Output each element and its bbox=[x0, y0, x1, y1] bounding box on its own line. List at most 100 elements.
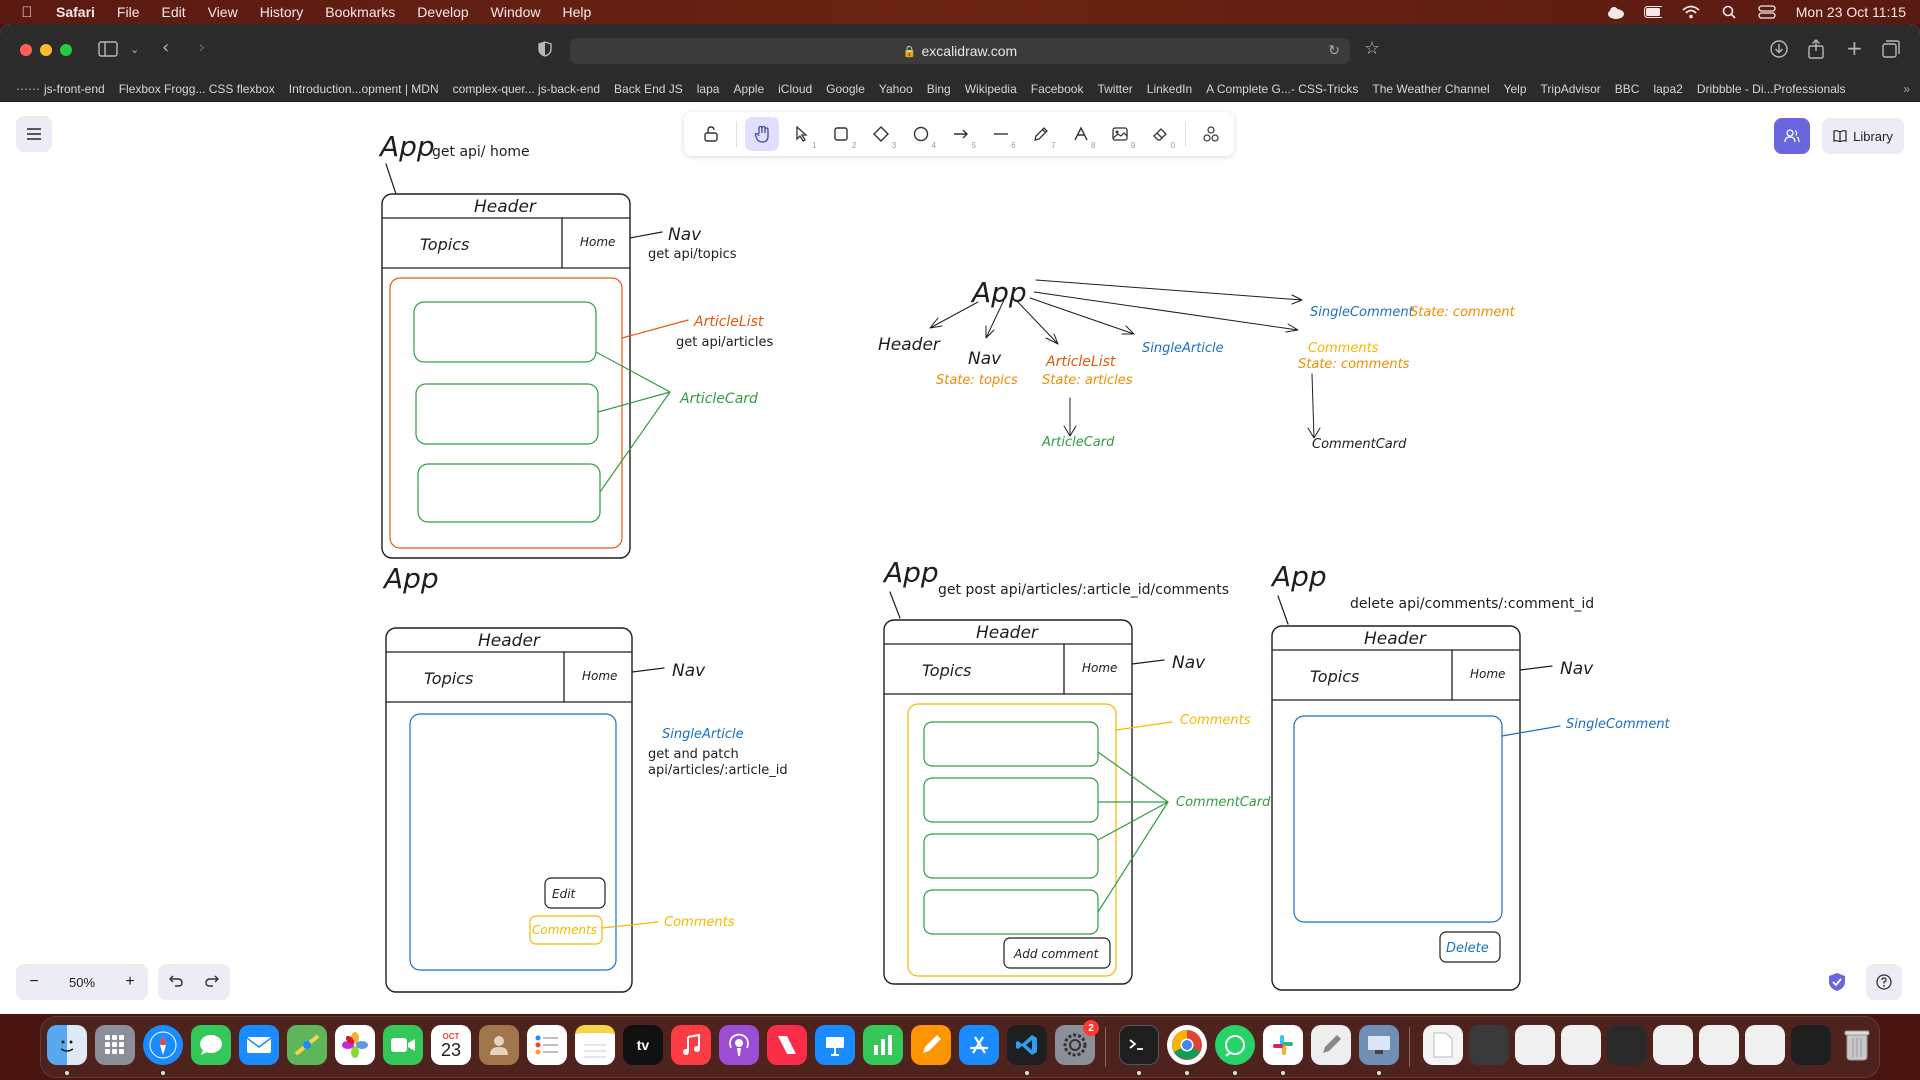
draw-tool-button[interactable]: 7 bbox=[1024, 117, 1058, 151]
bookmark-item[interactable]: lapa2 bbox=[1653, 81, 1683, 96]
menu-view[interactable]: View bbox=[207, 4, 238, 20]
sidebar-toggle-icon[interactable] bbox=[98, 41, 118, 61]
battery-icon[interactable] bbox=[1643, 5, 1662, 19]
bookmark-item[interactable]: The Weather Channel bbox=[1372, 81, 1490, 96]
menu-history[interactable]: History bbox=[259, 4, 304, 20]
live-collaboration-button[interactable] bbox=[1774, 118, 1810, 154]
extra-tools-button[interactable] bbox=[1194, 117, 1228, 151]
bookmark-item[interactable]: BBC bbox=[1614, 81, 1640, 96]
notes-icon[interactable] bbox=[575, 1025, 615, 1065]
bookmark-item[interactable]: iCloud bbox=[778, 81, 813, 96]
redo-button[interactable] bbox=[205, 973, 219, 991]
bookmark-item[interactable]: LinkedIn bbox=[1146, 81, 1193, 96]
diamond-tool-button[interactable]: 3 bbox=[864, 117, 898, 151]
chevron-down-icon[interactable]: ⌄ bbox=[130, 43, 140, 56]
bookmark-item[interactable]: Dribbble - Di...Professionals bbox=[1696, 81, 1846, 96]
minimized-window-thumbnail[interactable] bbox=[1699, 1025, 1739, 1065]
menu-window[interactable]: Window bbox=[490, 4, 541, 20]
reload-icon[interactable]: ↻ bbox=[1328, 42, 1340, 58]
wifi-icon[interactable] bbox=[1682, 5, 1700, 19]
tab-overview-icon[interactable] bbox=[1882, 40, 1900, 62]
minimized-window-thumbnail[interactable] bbox=[1469, 1025, 1509, 1065]
whatsapp-icon[interactable] bbox=[1215, 1025, 1255, 1065]
help-button[interactable] bbox=[1866, 964, 1902, 1000]
finder-icon[interactable] bbox=[47, 1025, 87, 1065]
zoom-out-button[interactable]: − bbox=[29, 973, 39, 990]
library-button[interactable]: Library bbox=[1822, 118, 1904, 154]
rectangle-tool-button[interactable]: 2 bbox=[825, 117, 859, 151]
back-icon[interactable]: ‹ bbox=[162, 37, 170, 58]
bookmark-item[interactable]: TripAdvisor bbox=[1540, 81, 1601, 96]
trash-icon[interactable] bbox=[1837, 1025, 1877, 1065]
numbers-icon[interactable] bbox=[863, 1025, 903, 1065]
bookmark-item[interactable]: Yahoo bbox=[878, 81, 913, 96]
script-editor-icon[interactable] bbox=[1311, 1025, 1351, 1065]
launchpad-icon[interactable] bbox=[95, 1025, 135, 1065]
main-menu-button[interactable] bbox=[16, 116, 52, 152]
app-store-icon[interactable] bbox=[959, 1025, 999, 1065]
bookmark-item[interactable]: Bing bbox=[926, 81, 951, 96]
address-bar[interactable]: 🔒 excalidraw.com ↻ bbox=[570, 38, 1350, 64]
music-icon[interactable] bbox=[671, 1025, 711, 1065]
downloads-icon[interactable] bbox=[1770, 40, 1788, 62]
bookmark-item[interactable]: Flexbox Frogg... CSS flexbox bbox=[118, 81, 275, 96]
bookmark-item[interactable]: Wikipedia bbox=[964, 81, 1017, 96]
bookmark-item[interactable]: lapa bbox=[696, 81, 720, 96]
news-icon[interactable] bbox=[767, 1025, 807, 1065]
bookmark-item[interactable]: js-front-end bbox=[44, 81, 105, 96]
bookmarks-overflow-icon[interactable]: » bbox=[1903, 81, 1910, 96]
excalidraw-canvas[interactable]: 1 2 3 4 5 6 7 bbox=[0, 102, 1920, 1014]
mail-icon[interactable] bbox=[239, 1025, 279, 1065]
bookmark-item[interactable]: Facebook bbox=[1030, 81, 1084, 96]
chrome-icon[interactable] bbox=[1167, 1025, 1207, 1065]
search-icon[interactable] bbox=[1720, 5, 1738, 19]
minimized-window-thumbnail[interactable] bbox=[1791, 1025, 1831, 1065]
system-settings-icon[interactable]: 2 bbox=[1055, 1020, 1099, 1065]
menu-bookmarks[interactable]: Bookmarks bbox=[325, 4, 396, 20]
bookmark-item[interactable]: Back End JS bbox=[614, 81, 683, 96]
eraser-tool-button[interactable]: 0 bbox=[1143, 117, 1177, 151]
line-tool-button[interactable]: 6 bbox=[984, 117, 1018, 151]
minimized-window-thumbnail[interactable] bbox=[1607, 1025, 1647, 1065]
control-center-icon[interactable] bbox=[1758, 5, 1776, 19]
close-window-button[interactable] bbox=[20, 44, 32, 56]
calendar-icon[interactable]: OCT 23 bbox=[431, 1025, 471, 1065]
zoom-in-button[interactable]: + bbox=[125, 973, 135, 990]
hand-tool-button[interactable] bbox=[744, 117, 779, 151]
pages-icon[interactable] bbox=[911, 1025, 951, 1065]
menu-help[interactable]: Help bbox=[562, 4, 592, 20]
new-tab-icon[interactable]: + bbox=[1846, 36, 1863, 60]
podcasts-icon[interactable] bbox=[719, 1025, 759, 1065]
preview-icon[interactable] bbox=[1359, 1025, 1399, 1065]
photos-icon[interactable] bbox=[335, 1025, 375, 1065]
keynote-icon[interactable] bbox=[815, 1025, 855, 1065]
minimized-window-thumbnail[interactable] bbox=[1515, 1025, 1555, 1065]
cloud-icon[interactable] bbox=[1606, 5, 1624, 19]
safari-icon[interactable] bbox=[143, 1025, 183, 1065]
minimized-window-thumbnail[interactable] bbox=[1561, 1025, 1601, 1065]
privacy-shield-icon[interactable] bbox=[538, 41, 552, 61]
bookmark-item[interactable]: Google bbox=[826, 81, 865, 96]
bookmark-star-icon[interactable]: ☆ bbox=[1364, 38, 1381, 59]
terminal-icon[interactable] bbox=[1119, 1025, 1159, 1065]
contacts-icon[interactable] bbox=[479, 1025, 519, 1065]
bookmark-item[interactable]: Apple bbox=[733, 81, 765, 96]
undo-button[interactable] bbox=[169, 973, 183, 991]
reminders-icon[interactable] bbox=[527, 1025, 567, 1065]
bookmark-item[interactable]: Twitter bbox=[1097, 81, 1133, 96]
image-tool-button[interactable]: 9 bbox=[1103, 117, 1137, 151]
zoom-level[interactable]: 50% bbox=[68, 974, 96, 990]
vscode-icon[interactable] bbox=[1007, 1025, 1047, 1065]
bookmark-item[interactable]: A Complete G...- CSS-Tricks bbox=[1206, 81, 1359, 96]
zoom-window-button[interactable] bbox=[60, 44, 72, 56]
text-tool-button[interactable]: 8 bbox=[1064, 117, 1098, 151]
encryption-shield-icon[interactable] bbox=[1828, 972, 1848, 992]
document-icon[interactable] bbox=[1423, 1025, 1463, 1065]
menu-edit[interactable]: Edit bbox=[161, 4, 186, 20]
forward-icon[interactable]: › bbox=[198, 37, 206, 58]
selection-tool-button[interactable]: 1 bbox=[785, 117, 819, 151]
facetime-icon[interactable] bbox=[383, 1025, 423, 1065]
ellipse-tool-button[interactable]: 4 bbox=[904, 117, 938, 151]
bookmarks-grid-icon[interactable]: ⋯⋯ bbox=[16, 81, 40, 96]
menu-develop[interactable]: Develop bbox=[417, 4, 469, 20]
